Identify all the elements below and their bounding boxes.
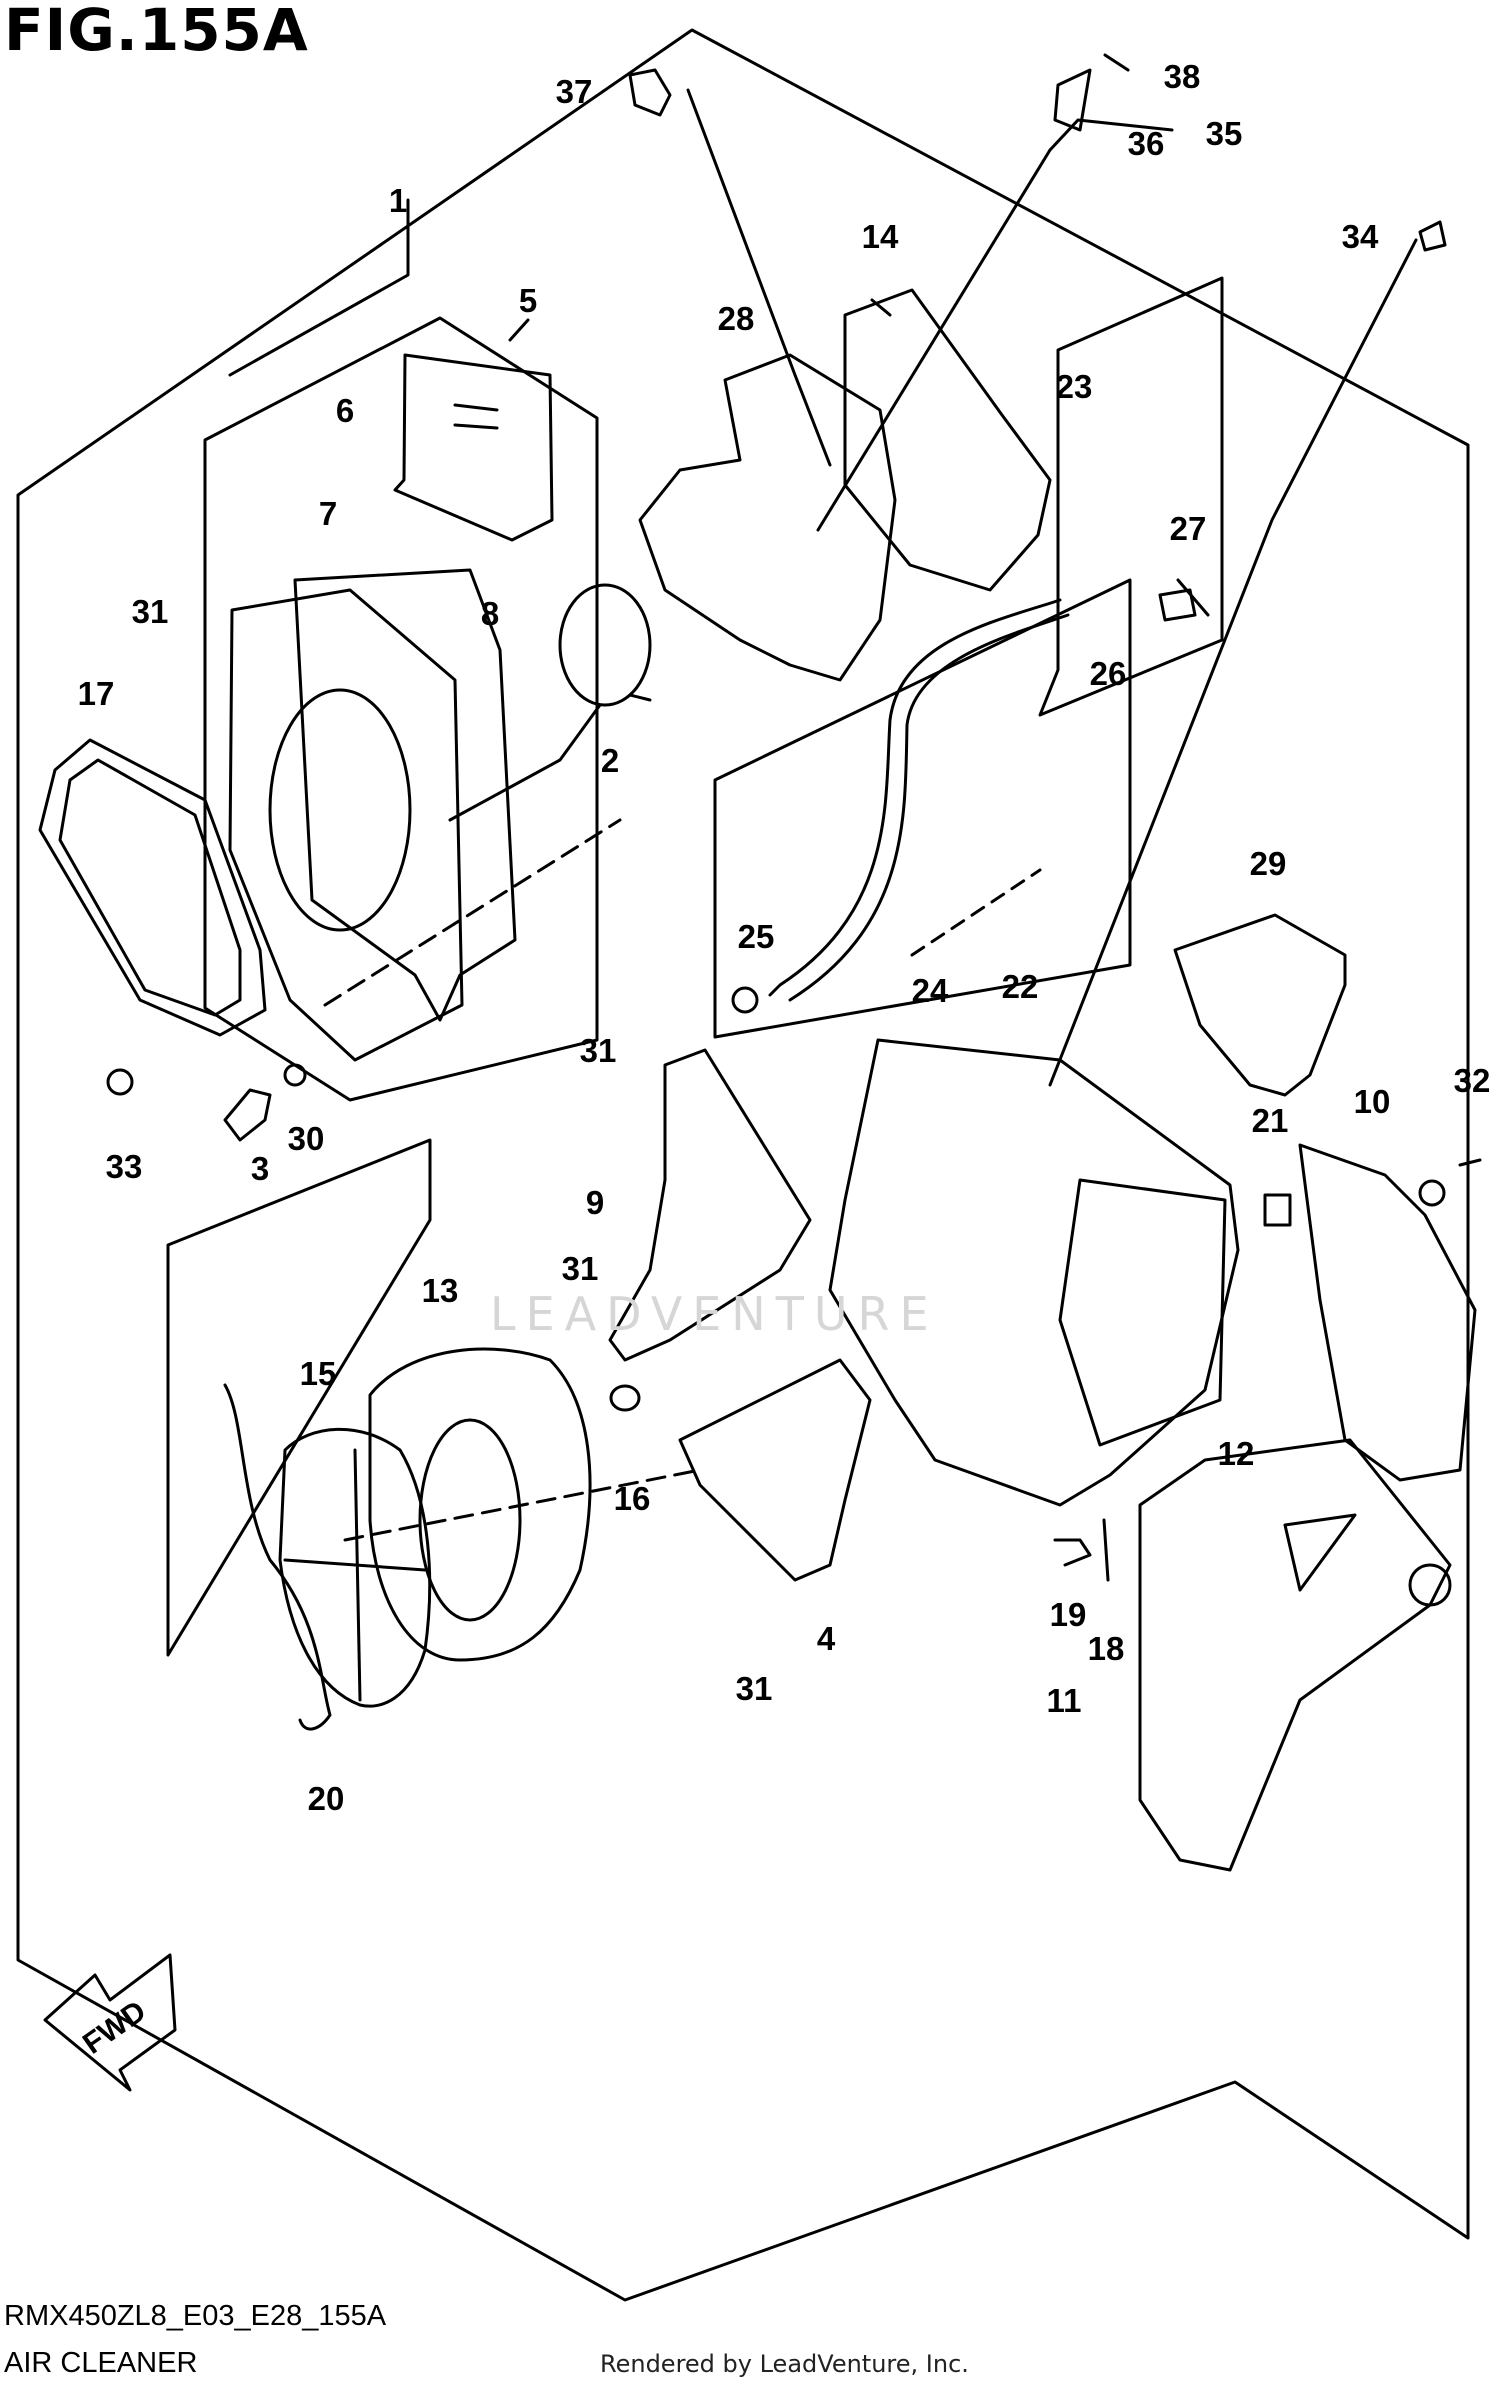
callout-38: 38	[1164, 58, 1201, 95]
lower-cover-part	[1138, 1438, 1452, 1872]
diagram-caption: AIR CLEANER	[4, 2347, 198, 2379]
diagram-code: RMX450ZL8_E03_E28_155A	[4, 2300, 387, 2332]
callout-23: 23	[1056, 368, 1093, 405]
callout-20: 20	[308, 1780, 345, 1817]
subgroup-box-lower	[166, 1138, 432, 1657]
leader-line	[910, 868, 1042, 957]
intake-pipe-part	[638, 353, 897, 682]
callout-16: 16	[614, 1480, 651, 1517]
callout-22: 22	[1002, 968, 1039, 1005]
callout-25: 25	[738, 918, 775, 955]
leader-line	[448, 703, 602, 822]
callout-7: 7	[319, 495, 337, 532]
callout-9: 9	[586, 1184, 604, 1221]
callout-6: 6	[336, 392, 354, 429]
callout-31: 31	[132, 593, 169, 630]
leader-line	[323, 818, 622, 1007]
callout-30: 30	[288, 1120, 325, 1157]
callout-1: 1	[389, 182, 407, 219]
callout-34: 34	[1342, 218, 1379, 255]
callout-26: 26	[1090, 655, 1127, 692]
retaining-wire-part	[223, 1383, 332, 1731]
callout-28: 28	[718, 300, 755, 337]
side-cover-part	[1298, 1143, 1477, 1482]
filter-element-part	[368, 1347, 592, 1662]
callout-33: 33	[106, 1148, 143, 1185]
callout-3: 3	[251, 1150, 269, 1187]
leader-line	[508, 318, 530, 342]
nut-23-part	[1418, 1179, 1446, 1207]
leader-line	[686, 88, 832, 467]
callout-32: 32	[1454, 1062, 1491, 1099]
bracket-part	[1053, 68, 1092, 132]
clip-part	[1053, 1538, 1092, 1567]
callout-11: 11	[1047, 1682, 1082, 1719]
cleaner-box-body	[828, 1038, 1240, 1507]
watermark: LEADVENTURE	[490, 1287, 939, 1341]
rubber-mount-part	[1263, 1193, 1292, 1227]
callout-19: 19	[1050, 1596, 1087, 1633]
callout-31: 31	[562, 1250, 599, 1287]
cleaner-frame-part	[228, 588, 464, 1062]
leader-line	[816, 148, 1052, 532]
callout-31: 31	[736, 1670, 773, 1707]
case-seal-part	[38, 738, 267, 1037]
bolt-part	[1103, 53, 1130, 72]
callout-10: 10	[1354, 1083, 1391, 1120]
callout-37: 37	[556, 73, 593, 110]
breather-hose-part	[768, 598, 1062, 997]
callout-13: 13	[422, 1272, 459, 1309]
outlet-pipe-part	[843, 288, 1052, 592]
side-bracket-part	[608, 1048, 812, 1362]
callout-31: 31	[580, 1032, 617, 1069]
callout-2: 2	[601, 742, 619, 779]
seal-sheet-part	[393, 353, 554, 542]
callout-labels: 1234567891011121314151617181920212223242…	[78, 58, 1491, 1817]
callout-21: 21	[1252, 1102, 1289, 1139]
clamp-small-part	[731, 986, 759, 1014]
subgroup-box-breather	[713, 578, 1132, 1039]
callout-24: 24	[912, 972, 949, 1009]
leader-line	[228, 198, 410, 377]
cushion-part	[609, 1384, 641, 1412]
nut-part	[106, 1068, 134, 1096]
callout-8: 8	[481, 595, 499, 632]
o-ring-part	[283, 1063, 307, 1087]
leader-line	[343, 1468, 702, 1542]
figure-title: FIG.155A	[4, 0, 309, 64]
callout-12: 12	[1218, 1435, 1255, 1472]
bolt-34-part	[1418, 220, 1447, 252]
leader-line	[1048, 238, 1418, 1087]
callout-5: 5	[519, 282, 537, 319]
pin-part	[1102, 1518, 1110, 1582]
fitting-part	[1158, 588, 1197, 622]
leader-line	[1048, 118, 1174, 152]
callout-14: 14	[862, 218, 899, 255]
assembly-boundary	[16, 28, 1470, 2302]
callout-35: 35	[1206, 115, 1243, 152]
subgroup-box-left	[203, 316, 599, 1102]
fwd-label: FWD	[77, 1995, 152, 2061]
holder-part	[628, 68, 672, 117]
callout-18: 18	[1088, 1630, 1125, 1667]
callout-17: 17	[78, 675, 115, 712]
callout-29: 29	[1250, 845, 1287, 882]
callout-27: 27	[1170, 510, 1207, 547]
fwd-arrow	[43, 1953, 177, 2092]
callout-36: 36	[1128, 125, 1165, 162]
screw-32-part	[1458, 1158, 1482, 1167]
callout-15: 15	[300, 1355, 337, 1392]
cap-part	[223, 1088, 272, 1142]
filter-cage-part	[278, 1427, 432, 1708]
outlet-cover-part	[678, 1358, 872, 1582]
inlet-duct-part	[1173, 913, 1347, 1097]
credit-line: Rendered by LeadVenture, Inc.	[600, 2350, 969, 2378]
clamp-part	[558, 583, 652, 707]
callout-4: 4	[817, 1620, 836, 1657]
